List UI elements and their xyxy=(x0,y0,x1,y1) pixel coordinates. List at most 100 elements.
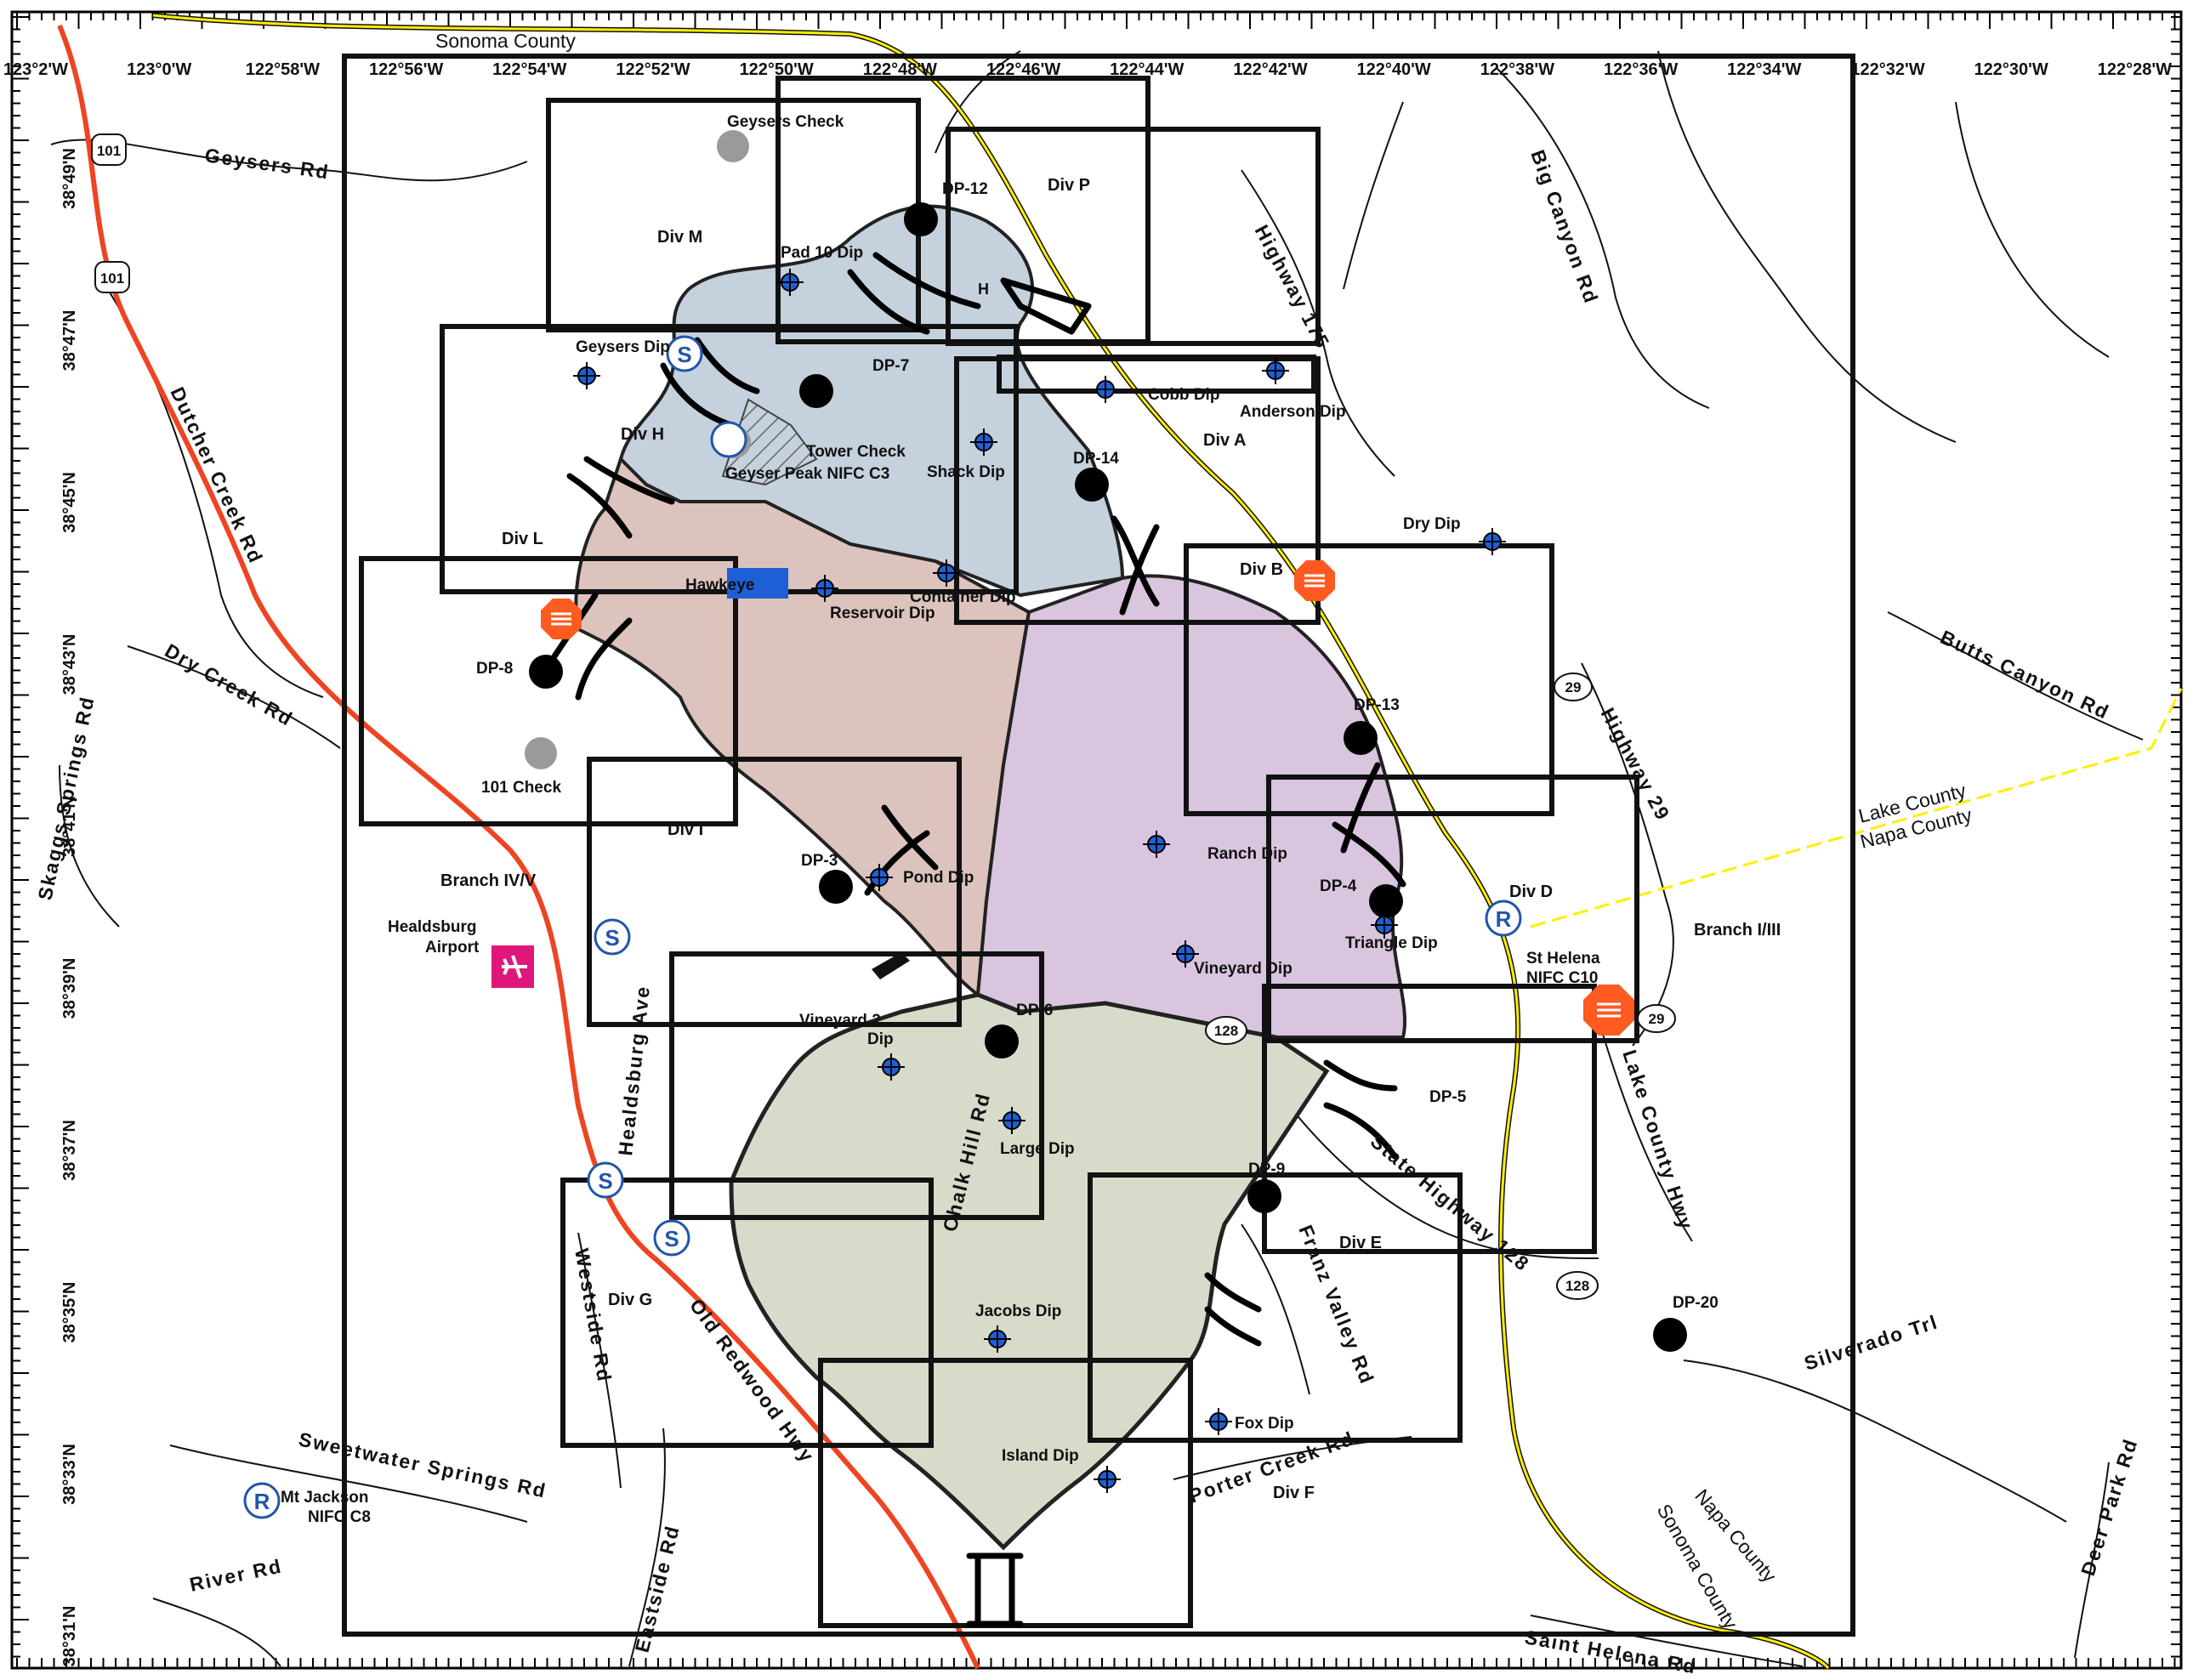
dp-8-marker[interactable] xyxy=(529,655,563,689)
branch-i-iii-label: Branch I/III xyxy=(1694,921,1781,939)
dp-12-marker[interactable] xyxy=(904,202,938,236)
pond-dip-marker[interactable] xyxy=(866,864,893,891)
dp-9-marker[interactable] xyxy=(1247,1179,1281,1213)
geysers-dip-marker[interactable] xyxy=(573,362,600,389)
river-rd-label: River Rd xyxy=(188,1554,285,1595)
fox-dip-marker[interactable] xyxy=(1205,1408,1232,1435)
facility-circles xyxy=(243,335,1522,1519)
dp-13-marker[interactable] xyxy=(1344,721,1378,755)
deer-park-rd-label: Deer Park Rd xyxy=(2077,1435,2142,1578)
vineyard-dip-marker[interactable] xyxy=(1172,940,1199,968)
staging-icon[interactable] xyxy=(587,1161,624,1199)
triangle-dip-marker[interactable] xyxy=(1371,911,1398,939)
longitude-tick-label: 122°52'W xyxy=(616,60,690,79)
road-dry-creek xyxy=(127,645,341,749)
container-dip-marker[interactable] xyxy=(933,559,960,587)
butts-canyon-rd-label: Butts Canyon Rd xyxy=(1937,626,2113,724)
box-div-p xyxy=(946,127,1321,346)
div-p-label: Div P xyxy=(1048,176,1090,195)
hawkeye-flag-icon[interactable] xyxy=(727,568,788,599)
longitude-tick-label: 122°42'W xyxy=(1233,60,1307,79)
dp-7-marker[interactable] xyxy=(799,374,833,408)
cobb-dip-marker[interactable] xyxy=(1092,376,1119,403)
island-dip-marker[interactable] xyxy=(1094,1466,1121,1493)
dp-6-marker[interactable] xyxy=(985,1024,1019,1059)
container-dip-label: Container Dip xyxy=(910,588,1016,606)
longitude-tick-label: 123°2'W xyxy=(3,60,68,79)
dp-20-marker[interactable] xyxy=(1653,1318,1687,1352)
stop-sign-icon[interactable] xyxy=(1294,560,1335,601)
ranch-dip-marker[interactable] xyxy=(1143,831,1170,858)
dp-13-label: DP-13 xyxy=(1354,696,1400,714)
dry-dip-marker[interactable] xyxy=(1479,528,1506,555)
facility-letters: S S S S R R xyxy=(254,342,1512,1514)
longitude-tick-label: 122°28'W xyxy=(2098,60,2172,79)
mt-jackson-label: Mt Jackson xyxy=(281,1489,368,1507)
large-dip-marker[interactable] xyxy=(998,1107,1025,1134)
large-dip-label: Large Dip xyxy=(1000,1140,1075,1158)
tower-icon[interactable] xyxy=(710,421,747,458)
jacobs-dip-label: Jacobs Dip xyxy=(975,1303,1061,1320)
anderson-dip-label: Anderson Dip xyxy=(1240,403,1346,421)
shield-101-label: 101 xyxy=(100,270,124,287)
repeater-icon[interactable] xyxy=(243,1482,281,1519)
pad-10-dip-marker[interactable] xyxy=(776,269,804,296)
dp-4-label: DP-4 xyxy=(1320,877,1357,895)
dip-labels: Pad 10 Dip Geysers Dip Cobb Dip Anderson… xyxy=(576,244,1461,1465)
longitude-tick-label: 123°0'W xyxy=(127,60,191,79)
div-e-label: Div E xyxy=(1339,1234,1382,1252)
healdsburg-ave-label: Healdsburg Ave xyxy=(614,985,654,1157)
dry-dip-label: Dry Dip xyxy=(1403,515,1461,533)
road-north-3 xyxy=(1657,50,1957,443)
dry-creek-rd-label: Dry Creek Rd xyxy=(162,639,298,730)
latitude-tick-label: 38°37'N xyxy=(60,1120,79,1181)
stop-sign-icon[interactable] xyxy=(541,599,582,639)
stop-sign-icon[interactable] xyxy=(1583,985,1634,1036)
div-b-label: Div B xyxy=(1240,560,1283,579)
staging-icon[interactable] xyxy=(594,918,631,956)
branch-south-area xyxy=(729,992,1330,1551)
longitude-tick-label: 122°34'W xyxy=(1727,60,1801,79)
anderson-dip-marker[interactable] xyxy=(1262,357,1289,384)
airport-label: Airport xyxy=(425,939,480,956)
dp-4-marker[interactable] xyxy=(1369,884,1403,918)
jacobs-dip-marker[interactable] xyxy=(984,1325,1011,1353)
repeater-letter: R xyxy=(254,1489,270,1514)
latitude-tick-label: 38°31'N xyxy=(60,1606,79,1667)
staging-icon[interactable] xyxy=(666,335,703,372)
big-canyon-rd-label: Big Canyon Rd xyxy=(1526,147,1603,307)
repeater-letter: R xyxy=(1496,906,1512,932)
division-labels: Div M Div P Div H Div A Div L Div B Div … xyxy=(440,176,1781,1502)
road-north-2 xyxy=(1343,101,1404,290)
latitude-tick-label: 38°47'N xyxy=(60,310,79,372)
shield-128-label: 128 xyxy=(1565,1278,1589,1294)
fox-dip-label: Fox Dip xyxy=(1235,1415,1294,1433)
longitude-tick-label: 122°48'W xyxy=(863,60,937,79)
longitude-tick-label: 122°44'W xyxy=(1110,60,1184,79)
road-highway-29 xyxy=(1581,662,1674,1047)
box-div-f xyxy=(1088,1172,1463,1443)
box-div-g xyxy=(560,1178,934,1448)
dp-3-marker[interactable] xyxy=(819,870,853,904)
repeater-icon[interactable] xyxy=(1485,900,1522,937)
road-silverado xyxy=(1683,1359,2067,1523)
road-north-1 xyxy=(935,50,1021,154)
box-div-a-strip xyxy=(997,355,1316,394)
check-101-marker[interactable] xyxy=(525,737,557,769)
road-river xyxy=(152,1598,281,1667)
latitude-tick-label: 38°43'N xyxy=(60,634,79,695)
highway-101 xyxy=(57,24,980,1670)
reservoir-dip-marker[interactable] xyxy=(811,575,838,602)
drop-point-labels: DP-12 DP-7 DP-14 DP-8 DP-13 DP-3 DP-4 DP… xyxy=(476,180,1719,1312)
helicopter-icon[interactable] xyxy=(872,952,910,979)
road-butts-canyon xyxy=(1887,611,2144,741)
vineyard-2-dip-marker[interactable] xyxy=(878,1053,905,1081)
latitude-labels: 38°49'N38°47'N38°45'N38°43'N38°41'N38°39… xyxy=(60,148,79,1666)
dp-14-marker[interactable] xyxy=(1075,468,1109,502)
geysers-check-marker[interactable] xyxy=(717,130,749,162)
staging-icon[interactable] xyxy=(653,1219,690,1257)
box-div-i xyxy=(587,757,962,1027)
shack-dip-marker[interactable] xyxy=(970,429,997,456)
